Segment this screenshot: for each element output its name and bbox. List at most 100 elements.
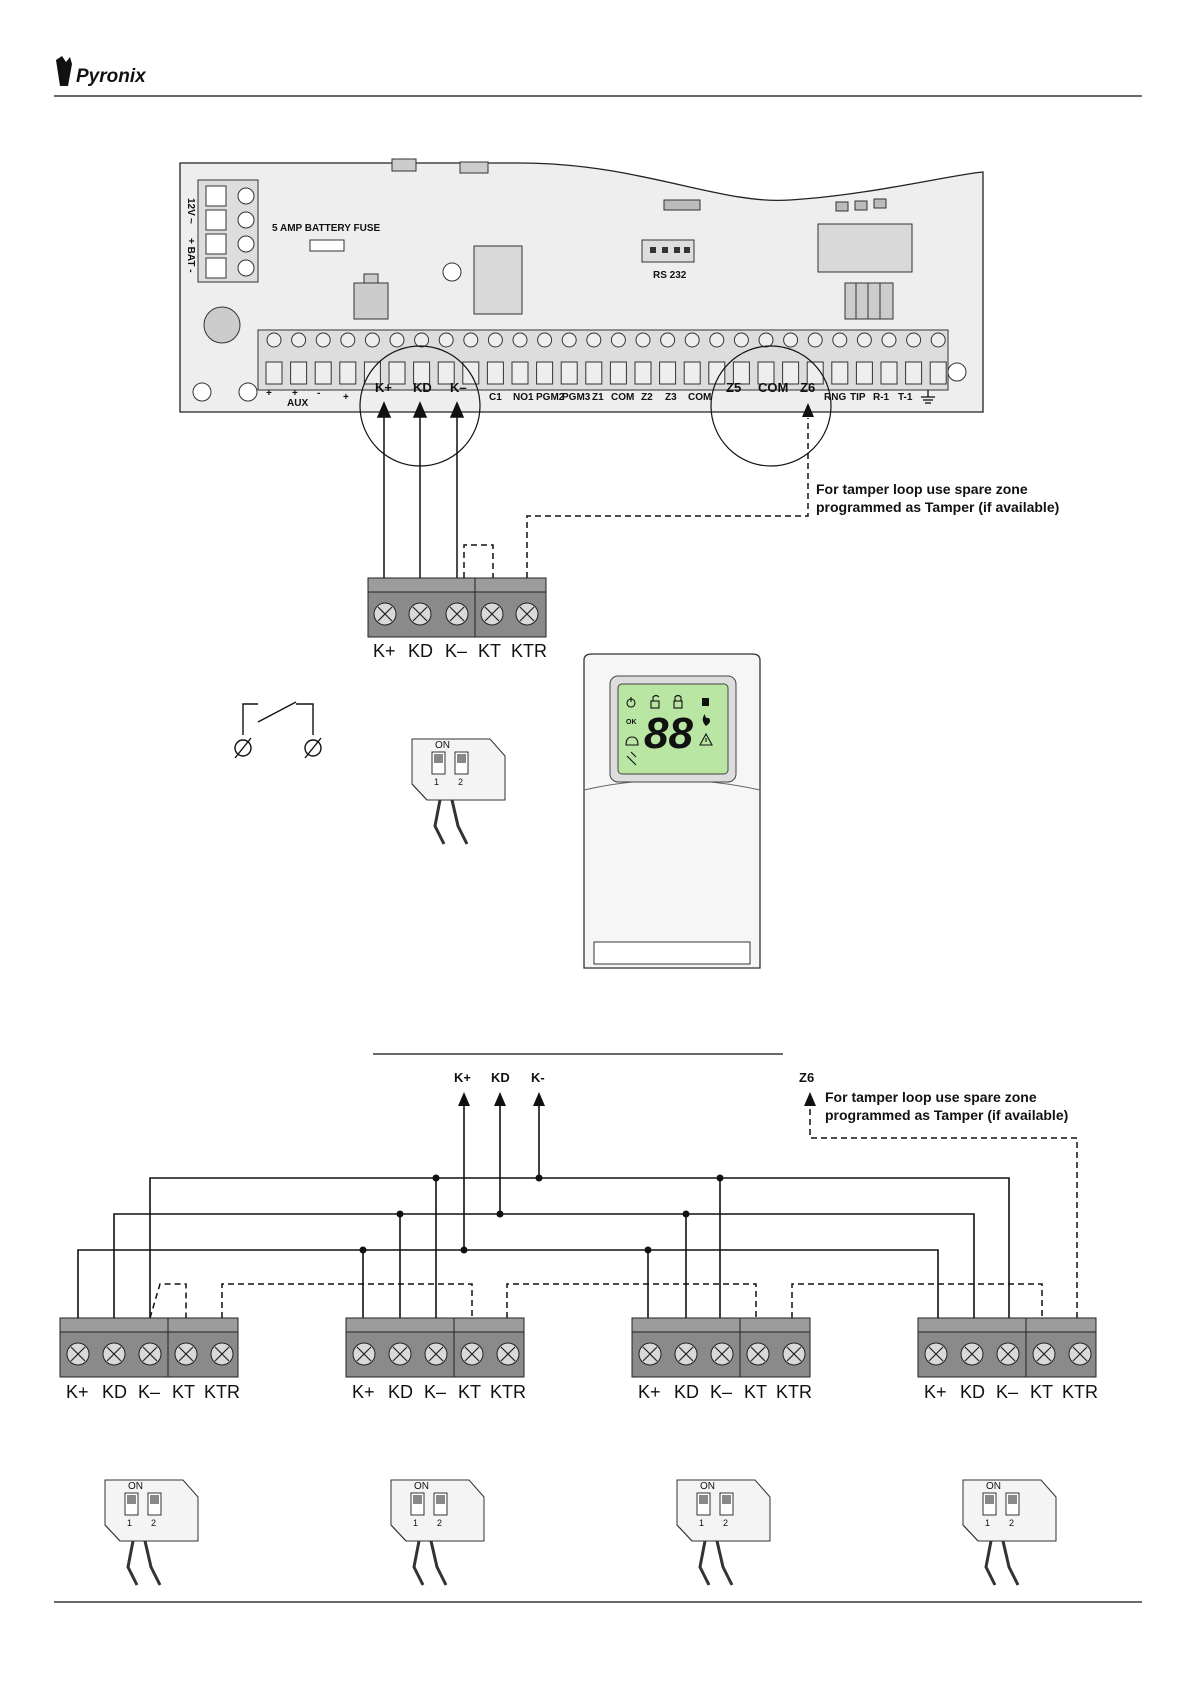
bottom-term-ktr: KTR [1062, 1382, 1098, 1402]
strip-screw [832, 332, 848, 348]
pyronix-logo: Pyronix [56, 56, 147, 87]
bottom-dip-num-2: 2 [723, 1518, 728, 1528]
bottom-term-kplus: K+ [924, 1382, 947, 1402]
strip-clamp [536, 361, 554, 385]
left-label-bat: + BAT - [185, 238, 196, 273]
top-term-kminus: K– [445, 641, 467, 661]
lcd-digits: 88 [644, 709, 693, 758]
term-com-2: COM [688, 392, 711, 403]
fire-icon [702, 714, 710, 726]
bottom-term-kminus: K– [138, 1382, 160, 1402]
strip-screw [906, 332, 922, 348]
bottom-term-kd: KD [674, 1382, 699, 1402]
top-term-kd: KD [408, 641, 433, 661]
bottom-keypad-terminal-block [345, 1317, 525, 1378]
strip-clamp [560, 361, 578, 385]
term-kminus: K– [450, 380, 467, 395]
bottom-keypad-terminal-block [917, 1317, 1097, 1378]
bottom-term-kt: KT [744, 1382, 767, 1402]
bottom-term-kd: KD [388, 1382, 413, 1402]
strip-clamp [486, 361, 504, 385]
top-dip-num-1: 1 [434, 777, 439, 787]
strip-clamp [437, 361, 455, 385]
bottom-keypad-terminal-block [631, 1317, 811, 1378]
term-kplus: K+ [375, 380, 392, 395]
term-kd: KD [413, 380, 432, 395]
term-com-1: COM [611, 392, 634, 403]
strip-clamp [363, 361, 381, 385]
bottom-dip-on-label: ON [700, 1481, 715, 1492]
strip-clamp [880, 361, 898, 385]
bottom-term-kt: KT [458, 1382, 481, 1402]
strip-clamp [339, 361, 357, 385]
lcd-display [617, 683, 729, 775]
top-tamper-note-2: programmed as Tamper (if available) [816, 499, 1059, 515]
terminal-labels: + K+ KD K– C1 NO1 PGM2 PGM3 Z1 COM Z2 Z3… [343, 380, 935, 404]
z6-arrow [802, 403, 814, 417]
fuse-label: 5 AMP BATTERY FUSE [272, 223, 380, 234]
aux-labels: + + - AUX [266, 388, 320, 409]
strip-clamp [290, 361, 308, 385]
top-term-kplus: K+ [373, 641, 396, 661]
bus-label-kminus: K- [531, 1070, 545, 1085]
term-pgm3: PGM3 [562, 392, 591, 403]
top-dip-switch [411, 738, 506, 845]
bottom-term-kt: KT [1030, 1382, 1053, 1402]
strip-screw [340, 332, 356, 348]
strip-screw [733, 332, 749, 348]
term-rng: RNG [824, 392, 846, 403]
warning-icon [699, 732, 713, 746]
strip-screw [537, 332, 553, 348]
strip-clamp [929, 361, 947, 385]
strip-screw [438, 332, 454, 348]
strip-screw [266, 332, 282, 348]
term-c1: C1 [489, 392, 502, 403]
bottom-dip-num-1: 1 [985, 1518, 990, 1528]
strip-clamp [732, 361, 750, 385]
bottom-tamper-note-1: For tamper loop use spare zone [825, 1089, 1037, 1105]
bottom-term-kplus: K+ [638, 1382, 661, 1402]
strip-clamp [314, 361, 332, 385]
term-no1: NO1 [513, 392, 534, 403]
top-tamper-note-1: For tamper loop use spare zone [816, 481, 1028, 497]
term-com-3: COM [758, 380, 788, 395]
strip-clamp [634, 361, 652, 385]
strip-clamp [708, 361, 726, 385]
strip-screw [291, 332, 307, 348]
bottom-dip-num-2: 2 [1009, 1518, 1014, 1528]
term-z3: Z3 [665, 392, 677, 403]
aux-label: AUX [287, 398, 308, 409]
strip-screw [315, 332, 331, 348]
strip-clamp [265, 361, 283, 385]
strip-clamp [585, 361, 603, 385]
top-tamper-dashed [463, 418, 809, 578]
strip-screw [930, 332, 946, 348]
strip-screw [660, 332, 676, 348]
rs232-label: RS 232 [653, 270, 687, 281]
bottom-term-ktr: KTR [204, 1382, 240, 1402]
bottom-term-ktr: KTR [490, 1382, 526, 1402]
bottom-dip-num-2: 2 [151, 1518, 156, 1528]
term-z6: Z6 [800, 380, 815, 395]
bottom-keypad-terminal-block [59, 1317, 239, 1378]
strip-screw [487, 332, 503, 348]
strip-clamp [806, 361, 824, 385]
top-keypad-terminal-block [367, 577, 547, 638]
logo-text: Pyronix [76, 66, 147, 87]
bottom-term-kminus: K– [424, 1382, 446, 1402]
strip-screw [684, 332, 700, 348]
top-dip-on-label: ON [435, 740, 450, 751]
bottom-tamper-note-2: programmed as Tamper (if available) [825, 1107, 1068, 1123]
top-wires [376, 401, 465, 578]
term-r1: R-1 [873, 392, 890, 403]
top-term-ktr: KTR [511, 641, 547, 661]
bottom-term-kd: KD [102, 1382, 127, 1402]
bottom-term-kplus: K+ [352, 1382, 375, 1402]
strip-clamp [511, 361, 529, 385]
strip-screw [783, 332, 799, 348]
strip-screw [389, 332, 405, 348]
bottom-term-kminus: K– [710, 1382, 732, 1402]
aux-plus-1: + [266, 388, 272, 399]
